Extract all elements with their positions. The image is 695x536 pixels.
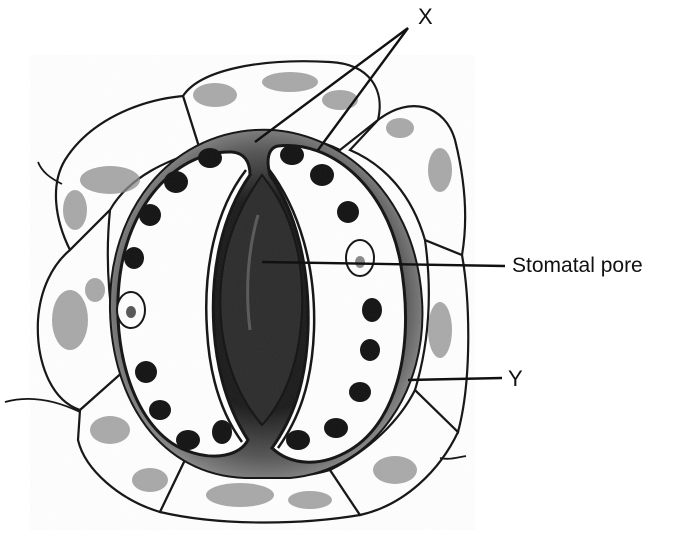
label-stomatal-pore: Stomatal pore [512,254,643,278]
label-x: X [418,4,433,30]
label-y: Y [508,366,523,392]
